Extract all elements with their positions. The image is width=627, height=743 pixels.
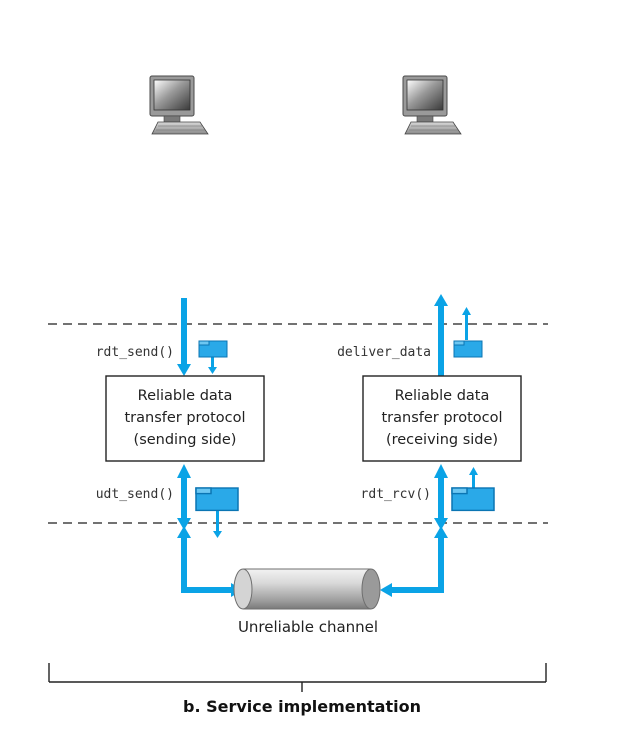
receiver-box-line-2: transfer protocol bbox=[381, 410, 502, 426]
receiver-box-line-3: (receiving side) bbox=[386, 432, 498, 448]
receiver-arrows bbox=[380, 294, 448, 597]
receiver-protocol-box bbox=[362, 375, 522, 462]
sender-bottom-packet-icon bbox=[195, 487, 239, 512]
udt-send-label: udt_send() bbox=[96, 487, 174, 502]
receiver-box-line-1: Reliable data bbox=[395, 388, 490, 404]
channel-pipe-icon bbox=[233, 568, 381, 610]
sender-computer-icon bbox=[149, 75, 209, 135]
sender-box-line-1: Reliable data bbox=[138, 388, 233, 404]
sender-top-packet-icon bbox=[198, 340, 228, 358]
channel-label: Unreliable channel bbox=[238, 618, 378, 636]
sender-box-line-3: (sending side) bbox=[134, 432, 237, 448]
sender-box-line-2: transfer protocol bbox=[124, 410, 245, 426]
receiver-computer-icon bbox=[402, 75, 462, 135]
figure-title: b. Service implementation bbox=[183, 697, 421, 716]
receiver-top-packet-icon bbox=[453, 340, 483, 358]
rdt-rcv-label: rdt_rcv() bbox=[361, 487, 431, 502]
bottom-bracket bbox=[48, 663, 547, 692]
sender-protocol-box bbox=[105, 375, 265, 462]
rdt-send-label: rdt_send() bbox=[96, 345, 174, 360]
receiver-bottom-packet-icon bbox=[451, 487, 495, 512]
deliver-data-label: deliver_data bbox=[337, 345, 431, 360]
packet-flow-arrows bbox=[208, 307, 478, 538]
